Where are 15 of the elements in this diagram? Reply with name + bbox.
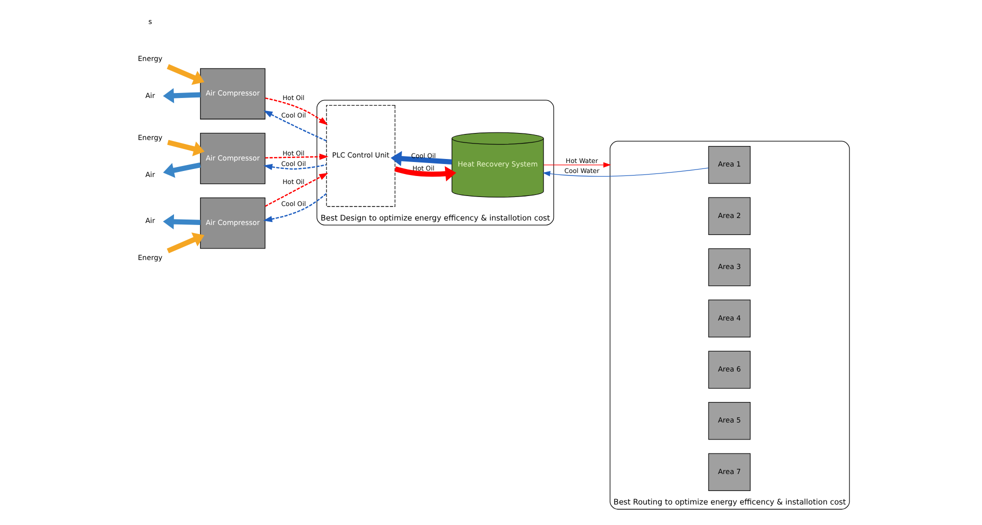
- arrow: [263, 193, 327, 222]
- arrow: [264, 110, 327, 142]
- arrow: [543, 162, 612, 168]
- arrow: [265, 154, 328, 160]
- arrow: [542, 168, 709, 177]
- arrow: [163, 162, 201, 178]
- arrow: [263, 164, 326, 170]
- arrow: [166, 232, 204, 254]
- arrow: [162, 214, 200, 230]
- arrow: [264, 172, 328, 207]
- arrow: [394, 166, 456, 182]
- arrow: [390, 150, 452, 166]
- arrow: [163, 88, 200, 104]
- arrow: [265, 98, 328, 126]
- arrow: [166, 64, 204, 85]
